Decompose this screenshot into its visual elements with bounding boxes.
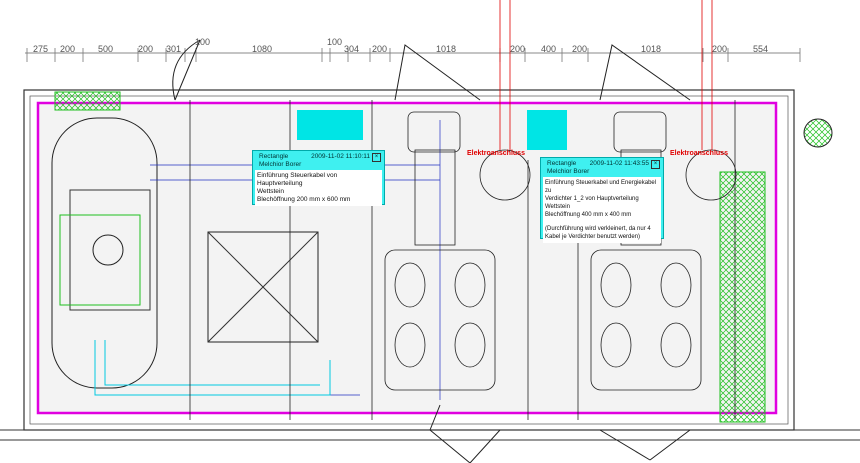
- dimension-label: 301: [166, 44, 181, 54]
- note-line: Verdichter 1_2 von Hauptverteilung Wetts…: [545, 196, 639, 210]
- electrical-label: Elektroanschluss: [467, 150, 525, 157]
- cable-opening: [297, 110, 363, 140]
- dimension-label: 200: [510, 44, 525, 54]
- cable-opening: [527, 110, 567, 150]
- hatched-area: [54, 91, 121, 111]
- note-line: Einführung Steuerkabel von Hauptverteilu…: [257, 172, 338, 187]
- note-type: Rectangle: [547, 160, 577, 167]
- dimension-label: 200: [60, 44, 75, 54]
- note-author: Melchior Borer: [547, 168, 590, 175]
- hatched-area: [719, 171, 766, 423]
- dimension-label: 1018: [641, 44, 661, 54]
- note-line: Wettstein: [257, 188, 284, 195]
- dimension-label: 400: [541, 44, 556, 54]
- dimension-label: 200: [372, 44, 387, 54]
- electrical-label: Elektroanschluss: [670, 150, 728, 157]
- tank: [51, 117, 158, 389]
- dimension-label: 200: [572, 44, 587, 54]
- dimension-label: 100: [195, 37, 210, 47]
- dimension-label: 304: [344, 44, 359, 54]
- door-swing: [172, 39, 201, 101]
- note-line: Einführung Steuerkabel und Energiekabel …: [545, 180, 657, 194]
- compressor-1: [384, 111, 531, 391]
- note-line: Kabel je Verdichter benutzt werden): [545, 234, 641, 240]
- note-line: (Durchführung wird verkleinert, da nur 4: [545, 226, 651, 232]
- note-line: Blechöffnung 400 mm x 400 mm: [545, 212, 632, 218]
- note-timestamp: 2009-11-02 11:10:11: [311, 153, 370, 160]
- note-type: Rectangle: [259, 153, 289, 160]
- dimension-label: 554: [753, 44, 768, 54]
- dimension-label: 275: [33, 44, 48, 54]
- dimension-label: 200: [138, 44, 153, 54]
- close-icon[interactable]: ×: [651, 160, 660, 169]
- note-timestamp: 2009-11-02 11:43:55: [589, 160, 649, 167]
- note-line: Blechöffnung 200 mm x 600 mm: [257, 196, 351, 203]
- dimension-label: 1080: [252, 44, 272, 54]
- dimension-label: 100: [327, 37, 342, 47]
- dimension-label: 200: [712, 44, 727, 54]
- dimension-label: 1018: [436, 44, 456, 54]
- magenta-boundary: [36, 101, 778, 415]
- drain-icon: [803, 118, 833, 148]
- unit-box: [207, 231, 319, 343]
- close-icon[interactable]: ×: [372, 153, 381, 162]
- dimension-label: 500: [98, 44, 113, 54]
- note-author: Melchior Borer: [259, 161, 302, 168]
